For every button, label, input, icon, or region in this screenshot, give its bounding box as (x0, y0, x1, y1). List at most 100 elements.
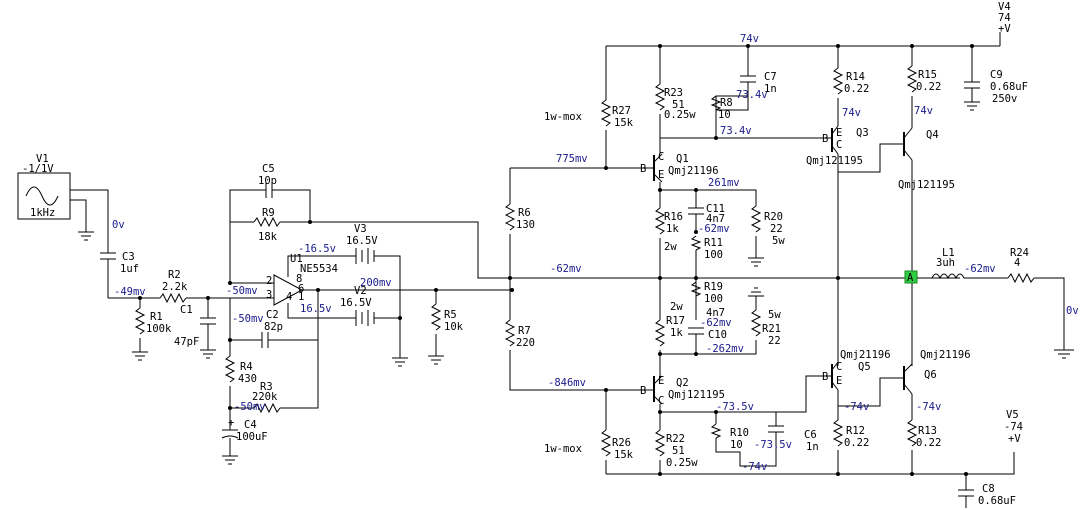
r17-power: 2w (670, 301, 683, 313)
r21-power: 5w (768, 309, 781, 321)
q2-c: C (658, 395, 664, 407)
v5-pol: +V (1008, 433, 1021, 445)
q3-part: Qmj121195 (806, 155, 863, 167)
v2-name: V2 (354, 285, 367, 297)
v-q2-base: -846mv (548, 377, 586, 389)
v3-name: V3 (354, 223, 367, 235)
v1-name: V1 (36, 153, 49, 165)
q6-part: Qmj21196 (920, 349, 971, 361)
c10-value: 4n7 (706, 307, 725, 319)
q1-e: E (658, 169, 664, 181)
q3-c: C (836, 139, 842, 151)
r6-value: 130 (516, 219, 535, 231)
q3-b: B (822, 133, 828, 145)
c1-value: 47pF (174, 336, 199, 348)
transistor-q3[interactable] (826, 125, 839, 155)
r4-name: R4 (240, 361, 253, 373)
q5-part: Qmj21196 (840, 349, 891, 361)
transistor-q4[interactable] (903, 127, 913, 161)
q2-e: E (658, 375, 664, 387)
q5-name: Q5 (858, 361, 871, 373)
c6-name: C6 (804, 429, 817, 441)
v-q4-e: 74v (914, 105, 933, 117)
v-load: 0v (1066, 305, 1079, 317)
q5-c: C (836, 361, 842, 373)
r13-name: R13 (918, 425, 937, 437)
r21-name: R21 (762, 323, 781, 335)
ground-r5 (428, 355, 444, 365)
r6-name: R6 (518, 207, 531, 219)
r13-value: 0.22 (916, 437, 941, 449)
q1-b: B (640, 163, 646, 175)
q2-b: B (640, 385, 646, 397)
v-r10-node: -262mv (706, 343, 744, 355)
v4-name: V4 (998, 1, 1011, 13)
ground-c4 (222, 455, 238, 465)
r9-value: 18k (258, 231, 278, 243)
r3-name: R3 (260, 381, 273, 393)
v-neg-q2: -73.5v (716, 401, 754, 413)
c4-name: C4 (244, 419, 257, 431)
r17-value: 1k (670, 327, 683, 339)
r24-value: 4 (1014, 257, 1020, 269)
r21-value: 22 (768, 335, 781, 347)
r22-power: 0.25w (666, 457, 698, 469)
r16-power: 2w (664, 241, 677, 253)
c2-name: C2 (266, 309, 279, 321)
v2-value: 16.5V (340, 297, 372, 309)
c7-name: C7 (764, 71, 777, 83)
r2-value: 2.2k (162, 281, 188, 293)
v4-pol: +V (998, 23, 1011, 35)
transistor-q5[interactable] (826, 361, 839, 391)
v-supply-pos: -16.5v (298, 243, 336, 255)
v-noninv: -50mv (232, 313, 264, 325)
ground-r21 (748, 287, 764, 297)
pin6: 6 (298, 283, 304, 295)
r26-name: R26 (612, 437, 631, 449)
r23-name: R23 (664, 87, 683, 99)
probe-marker[interactable] (904, 270, 918, 284)
r22-value: 51 (672, 445, 685, 457)
v-q1-emit: 261mv (708, 177, 740, 189)
c8-name: C8 (982, 483, 995, 495)
r14-name: R14 (846, 71, 865, 83)
r5-value: 10k (444, 321, 464, 333)
v-supply-neg: 16.5v (300, 303, 332, 315)
ground-r1 (132, 351, 148, 361)
l1-value: 3uh (936, 257, 955, 269)
c6-value: 1n (806, 441, 819, 453)
r19-value: 100 (704, 293, 723, 305)
r23-value: 51 (672, 99, 685, 111)
r15-value: 0.22 (916, 81, 941, 93)
signal-source-v1[interactable] (17, 172, 71, 220)
c3-name: C3 (122, 251, 135, 263)
ground-r20 (748, 257, 764, 267)
c5-name: C5 (262, 163, 275, 175)
r20-power: 5w (772, 235, 785, 247)
v5-value: -74 (1004, 421, 1023, 433)
q1-c: C (658, 151, 664, 163)
r20-name: R20 (764, 211, 783, 223)
r1-name: R1 (150, 311, 163, 323)
transistor-q1[interactable] (644, 153, 663, 183)
transistor-q6[interactable] (903, 363, 913, 395)
c4-plus: + (228, 417, 234, 429)
transistor-q2[interactable] (644, 375, 663, 405)
q3-name: Q3 (856, 127, 869, 139)
r24-name: R24 (1010, 247, 1029, 259)
u1-part: NE5534 (300, 263, 338, 275)
pin8: 8 (296, 273, 302, 285)
r26-note: 1w-mox (544, 443, 582, 455)
r1-value: 100k (146, 323, 172, 335)
ground-v1 (78, 231, 94, 241)
c9-name: C9 (990, 69, 1003, 81)
v-inv-in: -50mv (226, 285, 258, 297)
c1-name: C1 (180, 304, 193, 316)
q2-name: Q2 (676, 377, 689, 389)
ground-load (1054, 349, 1074, 359)
q6-name: Q6 (924, 369, 937, 381)
ground-c9 (964, 101, 980, 111)
opamp-u1[interactable] (273, 274, 304, 306)
r17-name: R17 (666, 315, 685, 327)
